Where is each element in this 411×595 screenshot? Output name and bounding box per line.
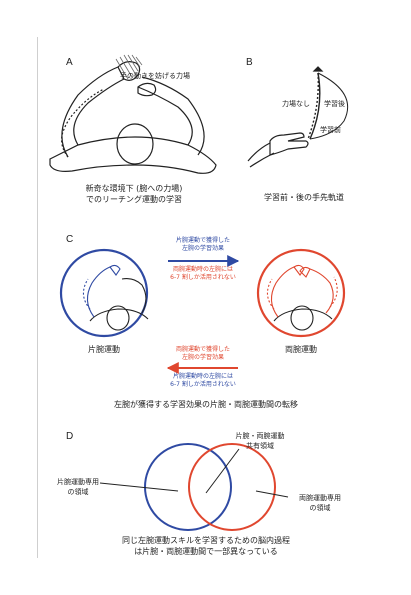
bimanual-label: 両腕運動 [285, 345, 317, 354]
venn-bimanual-circle [188, 443, 276, 531]
panel-a-letter: A [66, 57, 73, 68]
trajectory-before-learning [309, 72, 349, 140]
panel-b-caption: 学習前・後の手先軌道 [264, 193, 344, 202]
venn-unimanual-circle [144, 443, 232, 531]
bottom-blue-text: 片腕運動時の左腕には 6-7 割しか活用されない [170, 373, 236, 388]
hand-outline [269, 132, 309, 156]
bimanual-region-label: 両腕運動専用 の領域 [299, 494, 341, 512]
trajectory-after-learning [309, 72, 321, 140]
trajectory-no-field [307, 72, 319, 140]
arm-right-upper [73, 78, 125, 146]
trajectory-target-mark [312, 66, 324, 72]
shared-region-label: 片腕・両腕運動 共有領域 [235, 432, 285, 450]
leader-unimanual [99, 482, 179, 492]
arm-left-lower [141, 76, 205, 156]
leader-bimanual [255, 490, 289, 498]
shoulders-outline [49, 136, 217, 174]
hand-left [117, 61, 141, 81]
unimanual-label: 片腕運動 [88, 345, 120, 354]
figure-page: A 手の動きを妨げる力場 新奇な環境下 (腕への力場) でのリーチング運動の学習… [37, 37, 374, 558]
panel-a-caption: 新奇な環境下 (腕への力場) でのリーチング運動の学習 [85, 184, 183, 204]
no-field-label: 力場なし [282, 100, 310, 108]
after-learning-label: 学習後 [324, 100, 345, 108]
unimanual-region-label: 片腕運動専用 の領域 [57, 478, 99, 496]
leader-shared [205, 448, 240, 494]
top-blue-text: 片腕運動で獲得した 左腕の学習効果 [175, 237, 230, 252]
panel-a-illustration [49, 54, 217, 174]
before-learning-label: 学習前 [320, 126, 341, 134]
bimanual-figure [266, 264, 338, 331]
wrist-outline-2 [249, 152, 275, 168]
panel-b-illustration [247, 66, 349, 168]
panel-b-letter: B [246, 57, 253, 68]
force-field-hatch [115, 54, 143, 80]
arm-trail-dashed-2 [75, 88, 105, 112]
unimanual-circle [59, 248, 149, 338]
bottom-red-text: 両腕運動で獲得した 左腕の学習効果 [175, 346, 230, 361]
panel-c-caption: 左腕が獲得する学習効果の片腕・両腕運動間の転移 [114, 400, 298, 409]
unimanual-figure [82, 264, 149, 331]
panel-d-letter: D [66, 431, 74, 442]
panel-c-letter: C [66, 234, 74, 245]
arm-left-upper [137, 86, 193, 146]
top-red-text: 両腕運動時の左腕には 6-7 割しか活用されない [170, 266, 236, 281]
force-field-label: 手の動きを妨げる力場 [120, 72, 190, 80]
head-outline [116, 123, 154, 165]
bimanual-circle [256, 248, 346, 338]
figure-drawing [49, 54, 349, 531]
panel-d-caption: 同じ左腕運動スキルを学習するための脳内過程 は片腕・両腕運動間で一部異なっている [122, 536, 290, 556]
arm-right-lower [61, 66, 119, 158]
hand-right [137, 82, 157, 97]
wrist-outline [247, 142, 271, 162]
